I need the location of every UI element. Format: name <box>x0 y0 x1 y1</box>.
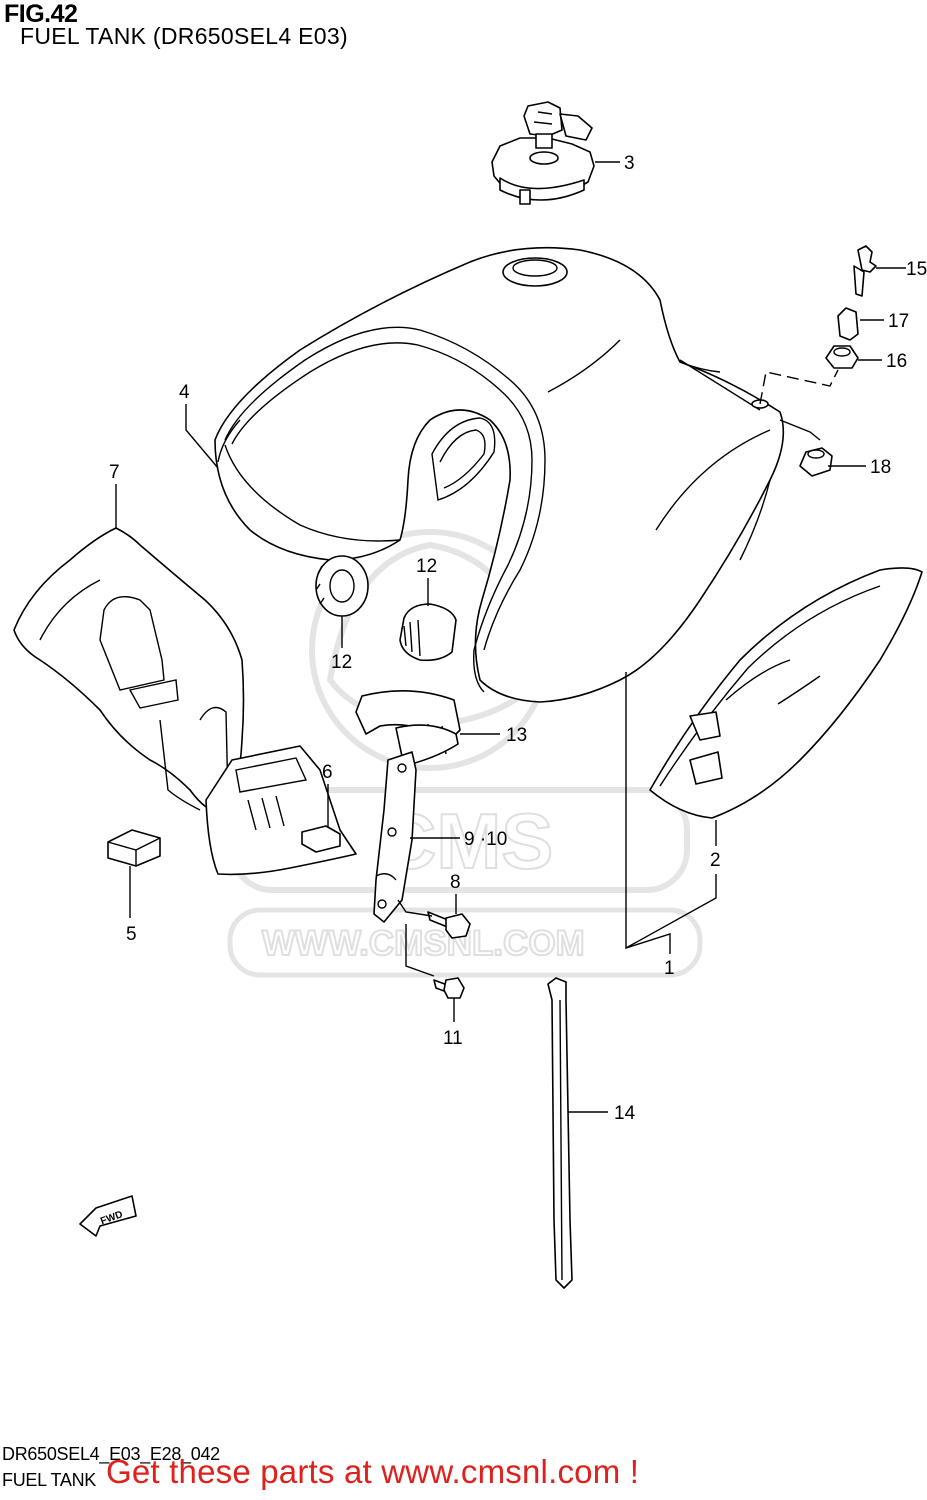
part-18-grommet <box>799 447 833 477</box>
callout-18: 18 <box>870 457 891 478</box>
diagram-name: FUEL TANK <box>2 1470 96 1490</box>
leader-lines <box>115 161 906 1113</box>
part-2-decal <box>649 567 923 819</box>
cms-watermark: CMS WWW.CMSNL.COM <box>227 529 703 978</box>
part-5-pad <box>107 829 161 867</box>
callout-2: 2 <box>710 850 721 871</box>
callout-13: 13 <box>506 725 527 746</box>
part-12-cushion-upper <box>315 555 369 617</box>
callout-11: 11 <box>443 1028 463 1049</box>
part-1-fuel-tank <box>214 246 785 703</box>
callout-4: 4 <box>179 382 190 403</box>
part-9-10-bracket <box>373 751 417 923</box>
callout-12-upper: 12 <box>416 556 437 577</box>
part-16-grommet <box>825 345 859 369</box>
figure-number: FIG.42 <box>4 0 78 28</box>
part-8-bolt <box>427 911 471 939</box>
callout-15: 15 <box>906 259 927 280</box>
callout-9-10: 9 ·10 <box>464 829 507 850</box>
callout-labels: 1 2 3 4 5 6 7 8 9 ·10 11 12 12 13 14 15 … <box>109 153 927 1124</box>
part-15-bolt <box>853 245 877 297</box>
part-3-fuel-cap <box>491 101 595 205</box>
callout-6: 6 <box>322 762 333 783</box>
callout-7: 7 <box>109 462 120 483</box>
callout-8: 8 <box>450 872 461 893</box>
callout-5: 5 <box>126 924 137 945</box>
part-14-strap <box>547 977 573 1289</box>
part-7-side-panel <box>13 527 245 814</box>
fwd-arrow-icon: FWD <box>79 1195 137 1237</box>
callout-3: 3 <box>624 153 635 174</box>
promo-link[interactable]: Get these parts at www.cmsnl.com ! <box>106 1453 640 1490</box>
callout-12-lower: 12 <box>331 652 352 673</box>
callout-1: 1 <box>664 958 675 979</box>
part-12-cushion-lower <box>399 603 457 662</box>
callout-17: 17 <box>888 311 909 332</box>
part-11-bolt <box>433 977 465 999</box>
page-title: FUEL TANK (DR650SEL4 E03) <box>20 23 348 49</box>
part-17-collar <box>837 307 859 341</box>
watermark-url: WWW.CMSNL.COM <box>262 924 585 963</box>
callout-16: 16 <box>886 351 907 372</box>
part-4-seal <box>217 419 241 463</box>
drawing-code: DR650SEL4_E03_E28_042 <box>2 1444 220 1464</box>
part-6-lower-panel <box>205 745 357 876</box>
callout-14: 14 <box>614 1103 636 1124</box>
